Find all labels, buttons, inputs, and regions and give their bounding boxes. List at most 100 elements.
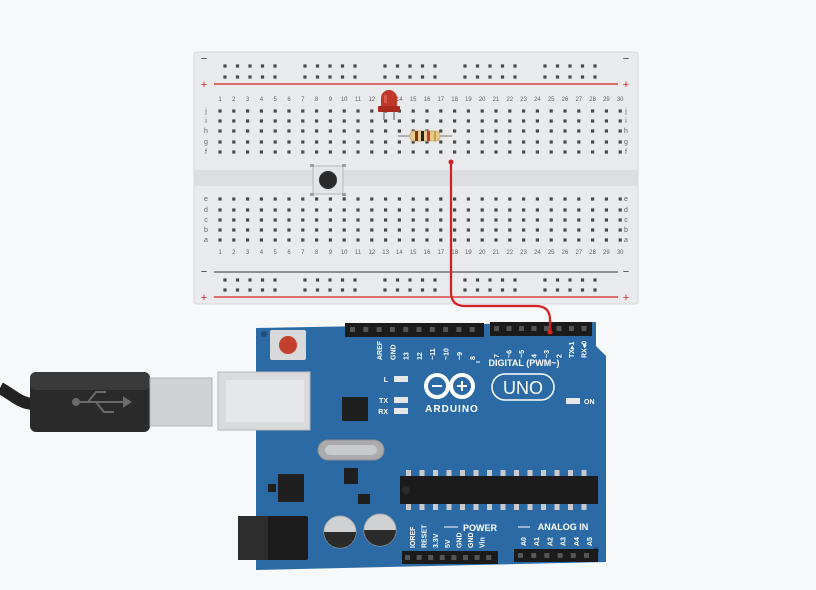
rail-bottom-plus-hole[interactable] [303, 288, 307, 292]
terminal-hole[interactable] [591, 238, 595, 242]
terminal-hole[interactable] [273, 140, 277, 144]
rail-top-plus-hole[interactable] [408, 75, 412, 79]
terminal-hole[interactable] [301, 197, 305, 201]
rail-bottom-plus-hole[interactable] [408, 288, 412, 292]
terminal-hole[interactable] [466, 109, 470, 113]
terminal-hole[interactable] [328, 119, 332, 123]
terminal-hole[interactable] [384, 129, 388, 133]
terminal-hole[interactable] [466, 238, 470, 242]
analog-header-pin[interactable] [518, 553, 523, 558]
terminal-hole[interactable] [466, 119, 470, 123]
terminal-hole[interactable] [549, 218, 553, 222]
terminal-hole[interactable] [246, 228, 250, 232]
rail-top-minus-hole[interactable] [340, 64, 345, 68]
terminal-hole[interactable] [480, 129, 484, 133]
terminal-hole[interactable] [218, 218, 222, 222]
rail-top-minus-hole[interactable] [513, 64, 517, 68]
terminal-hole[interactable] [591, 218, 595, 222]
terminal-hole[interactable] [604, 140, 608, 144]
rail-bottom-plus-hole[interactable] [463, 288, 467, 292]
rail-top-plus-hole[interactable] [248, 75, 252, 79]
rail-bottom-minus-hole[interactable] [395, 278, 400, 282]
terminal-hole[interactable] [425, 208, 429, 212]
rail-bottom-minus-hole[interactable] [593, 278, 597, 282]
terminal-hole[interactable] [273, 129, 277, 133]
terminal-hole[interactable] [439, 197, 443, 201]
terminal-hole[interactable] [315, 197, 319, 201]
terminal-hole[interactable] [425, 218, 429, 222]
analog-header-pin[interactable] [557, 553, 563, 558]
rail-top-plus-hole[interactable] [513, 75, 517, 79]
rail-top-minus-hole[interactable] [420, 64, 425, 68]
terminal-hole[interactable] [397, 238, 401, 242]
terminal-hole[interactable] [301, 150, 305, 154]
terminal-hole[interactable] [466, 129, 470, 133]
terminal-hole[interactable] [508, 218, 512, 222]
digital-header-pin[interactable] [429, 327, 435, 332]
terminal-hole[interactable] [259, 208, 263, 212]
terminal-hole[interactable] [577, 208, 581, 212]
terminal-hole[interactable] [604, 119, 608, 123]
terminal-hole[interactable] [259, 150, 263, 154]
rail-top-minus-hole[interactable] [488, 64, 492, 68]
terminal-hole[interactable] [328, 129, 332, 133]
terminal-hole[interactable] [453, 218, 457, 222]
terminal-hole[interactable] [439, 238, 443, 242]
rail-top-minus-hole[interactable] [543, 64, 547, 68]
terminal-hole[interactable] [494, 119, 498, 123]
terminal-hole[interactable] [384, 238, 388, 242]
rail-bottom-plus-hole[interactable] [235, 288, 240, 292]
terminal-hole[interactable] [342, 140, 346, 144]
terminal-hole[interactable] [246, 208, 250, 212]
rail-bottom-plus-hole[interactable] [395, 288, 400, 292]
terminal-hole[interactable] [453, 208, 457, 212]
terminal-hole[interactable] [453, 228, 457, 232]
terminal-hole[interactable] [425, 109, 429, 113]
terminal-hole[interactable] [218, 197, 222, 201]
digital-header-pin[interactable] [403, 327, 409, 332]
rail-bottom-plus-hole[interactable] [543, 288, 547, 292]
rail-bottom-minus-hole[interactable] [513, 278, 517, 282]
rail-bottom-minus-hole[interactable] [353, 278, 357, 282]
terminal-hole[interactable] [577, 197, 581, 201]
rail-bottom-minus-hole[interactable] [433, 278, 437, 282]
rail-bottom-minus-hole[interactable] [260, 278, 265, 282]
terminal-hole[interactable] [563, 140, 567, 144]
terminal-hole[interactable] [397, 208, 401, 212]
terminal-hole[interactable] [411, 119, 415, 123]
power-header-pin[interactable] [474, 555, 480, 560]
rail-bottom-minus-hole[interactable] [340, 278, 345, 282]
digital-header-pin[interactable] [544, 326, 549, 331]
power-header-pin[interactable] [405, 555, 410, 560]
terminal-hole[interactable] [384, 197, 388, 201]
rail-bottom-plus-hole[interactable] [555, 288, 560, 292]
terminal-hole[interactable] [301, 238, 305, 242]
terminal-hole[interactable] [522, 238, 526, 242]
terminal-hole[interactable] [577, 150, 581, 154]
rail-top-plus-hole[interactable] [463, 75, 467, 79]
terminal-hole[interactable] [411, 238, 415, 242]
terminal-hole[interactable] [370, 228, 374, 232]
terminal-hole[interactable] [425, 238, 429, 242]
digital-header-pin[interactable] [569, 326, 574, 331]
rail-top-plus-hole[interactable] [273, 75, 277, 79]
power-header-pin[interactable] [463, 555, 468, 560]
terminal-hole[interactable] [218, 109, 222, 113]
rail-bottom-plus-hole[interactable] [223, 288, 227, 292]
rail-top-plus-hole[interactable] [433, 75, 437, 79]
terminal-hole[interactable] [273, 119, 277, 123]
terminal-hole[interactable] [328, 109, 332, 113]
terminal-hole[interactable] [577, 228, 581, 232]
terminal-hole[interactable] [480, 119, 484, 123]
terminal-hole[interactable] [563, 208, 567, 212]
terminal-hole[interactable] [411, 228, 415, 232]
terminal-hole[interactable] [301, 119, 305, 123]
terminal-hole[interactable] [480, 197, 484, 201]
terminal-hole[interactable] [384, 150, 388, 154]
terminal-hole[interactable] [273, 109, 277, 113]
rail-bottom-plus-hole[interactable] [273, 288, 277, 292]
terminal-hole[interactable] [439, 119, 443, 123]
terminal-hole[interactable] [591, 109, 595, 113]
terminal-hole[interactable] [411, 208, 415, 212]
rail-top-minus-hole[interactable] [580, 64, 585, 68]
